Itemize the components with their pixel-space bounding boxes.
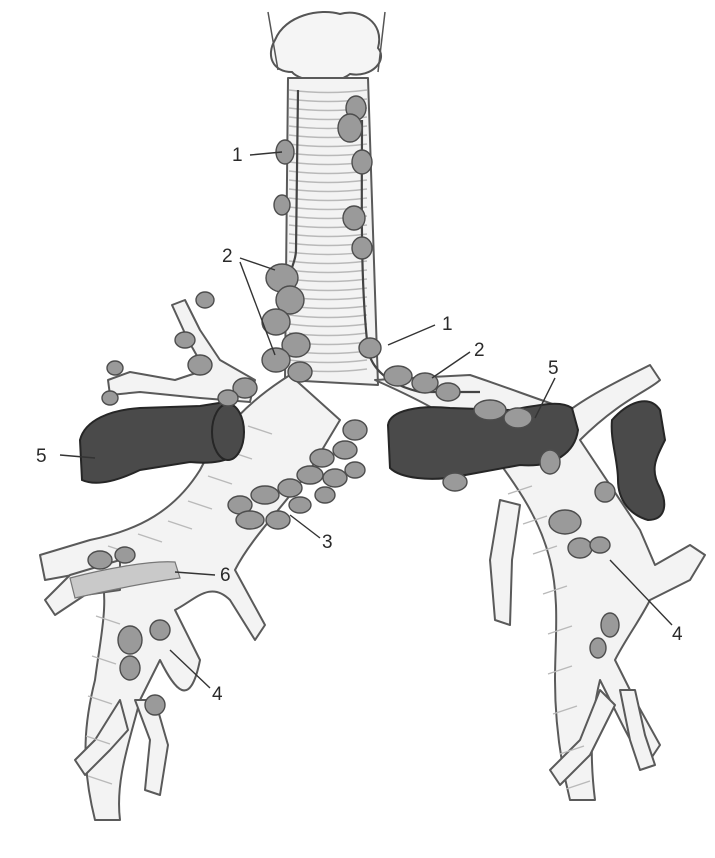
lymph-node: [540, 450, 560, 474]
label-4-left: 4: [672, 624, 683, 645]
lymph-node: [359, 338, 381, 358]
right-artery-section: [212, 404, 244, 460]
label-2-left: 2: [474, 340, 485, 361]
label-1-upper: 1: [232, 145, 243, 166]
lymph-node: [504, 408, 532, 428]
lymph-node: [590, 537, 610, 553]
lymph-node: [288, 362, 312, 382]
lymph-node: [549, 510, 581, 534]
lymph-node: [436, 383, 460, 401]
lymph-node: [590, 638, 606, 658]
label-6: 6: [220, 565, 231, 586]
lymph-node: [102, 391, 118, 405]
lymph-node: [107, 361, 123, 375]
lymph-node: [310, 449, 334, 467]
lymph-node: [474, 400, 506, 420]
lymph-node: [120, 656, 140, 680]
lymph-node: [115, 547, 135, 563]
label-5-left: 5: [548, 358, 559, 379]
lymph-node: [88, 551, 112, 569]
lymph-node: [150, 620, 170, 640]
label-5-right: 5: [36, 446, 47, 467]
lymph-node: [289, 497, 311, 513]
lymph-node: [443, 473, 467, 491]
lymph-node: [262, 348, 290, 372]
lymph-node: [145, 695, 165, 715]
label-3: 3: [322, 532, 333, 553]
lymph-node: [333, 441, 357, 459]
lymph-node: [315, 487, 335, 503]
lymph-node: [384, 366, 412, 386]
lymph-node: [345, 462, 365, 478]
lymph-node: [218, 390, 238, 406]
lymph-node: [568, 538, 592, 558]
lymph-node: [338, 114, 362, 142]
lymph-node: [297, 466, 323, 484]
lymph-node: [196, 292, 214, 308]
lymph-node: [343, 206, 365, 230]
label-2-right: 2: [222, 246, 233, 267]
lymph-node: [601, 613, 619, 637]
lymph-node: [274, 195, 290, 215]
lymph-node: [188, 355, 212, 375]
label-1-left: 1: [442, 314, 453, 335]
lymph-node: [118, 626, 142, 654]
lymph-node: [278, 479, 302, 497]
lymph-node: [352, 237, 372, 259]
lymph-node: [352, 150, 372, 174]
lymph-node: [266, 511, 290, 529]
lymph-node: [175, 332, 195, 348]
label-4-right: 4: [212, 684, 223, 705]
lymph-node: [236, 511, 264, 529]
lymph-node: [323, 469, 347, 487]
larynx: [268, 12, 385, 81]
lymph-node: [343, 420, 367, 440]
lymph-node: [251, 486, 279, 504]
lymph-node: [595, 482, 615, 502]
